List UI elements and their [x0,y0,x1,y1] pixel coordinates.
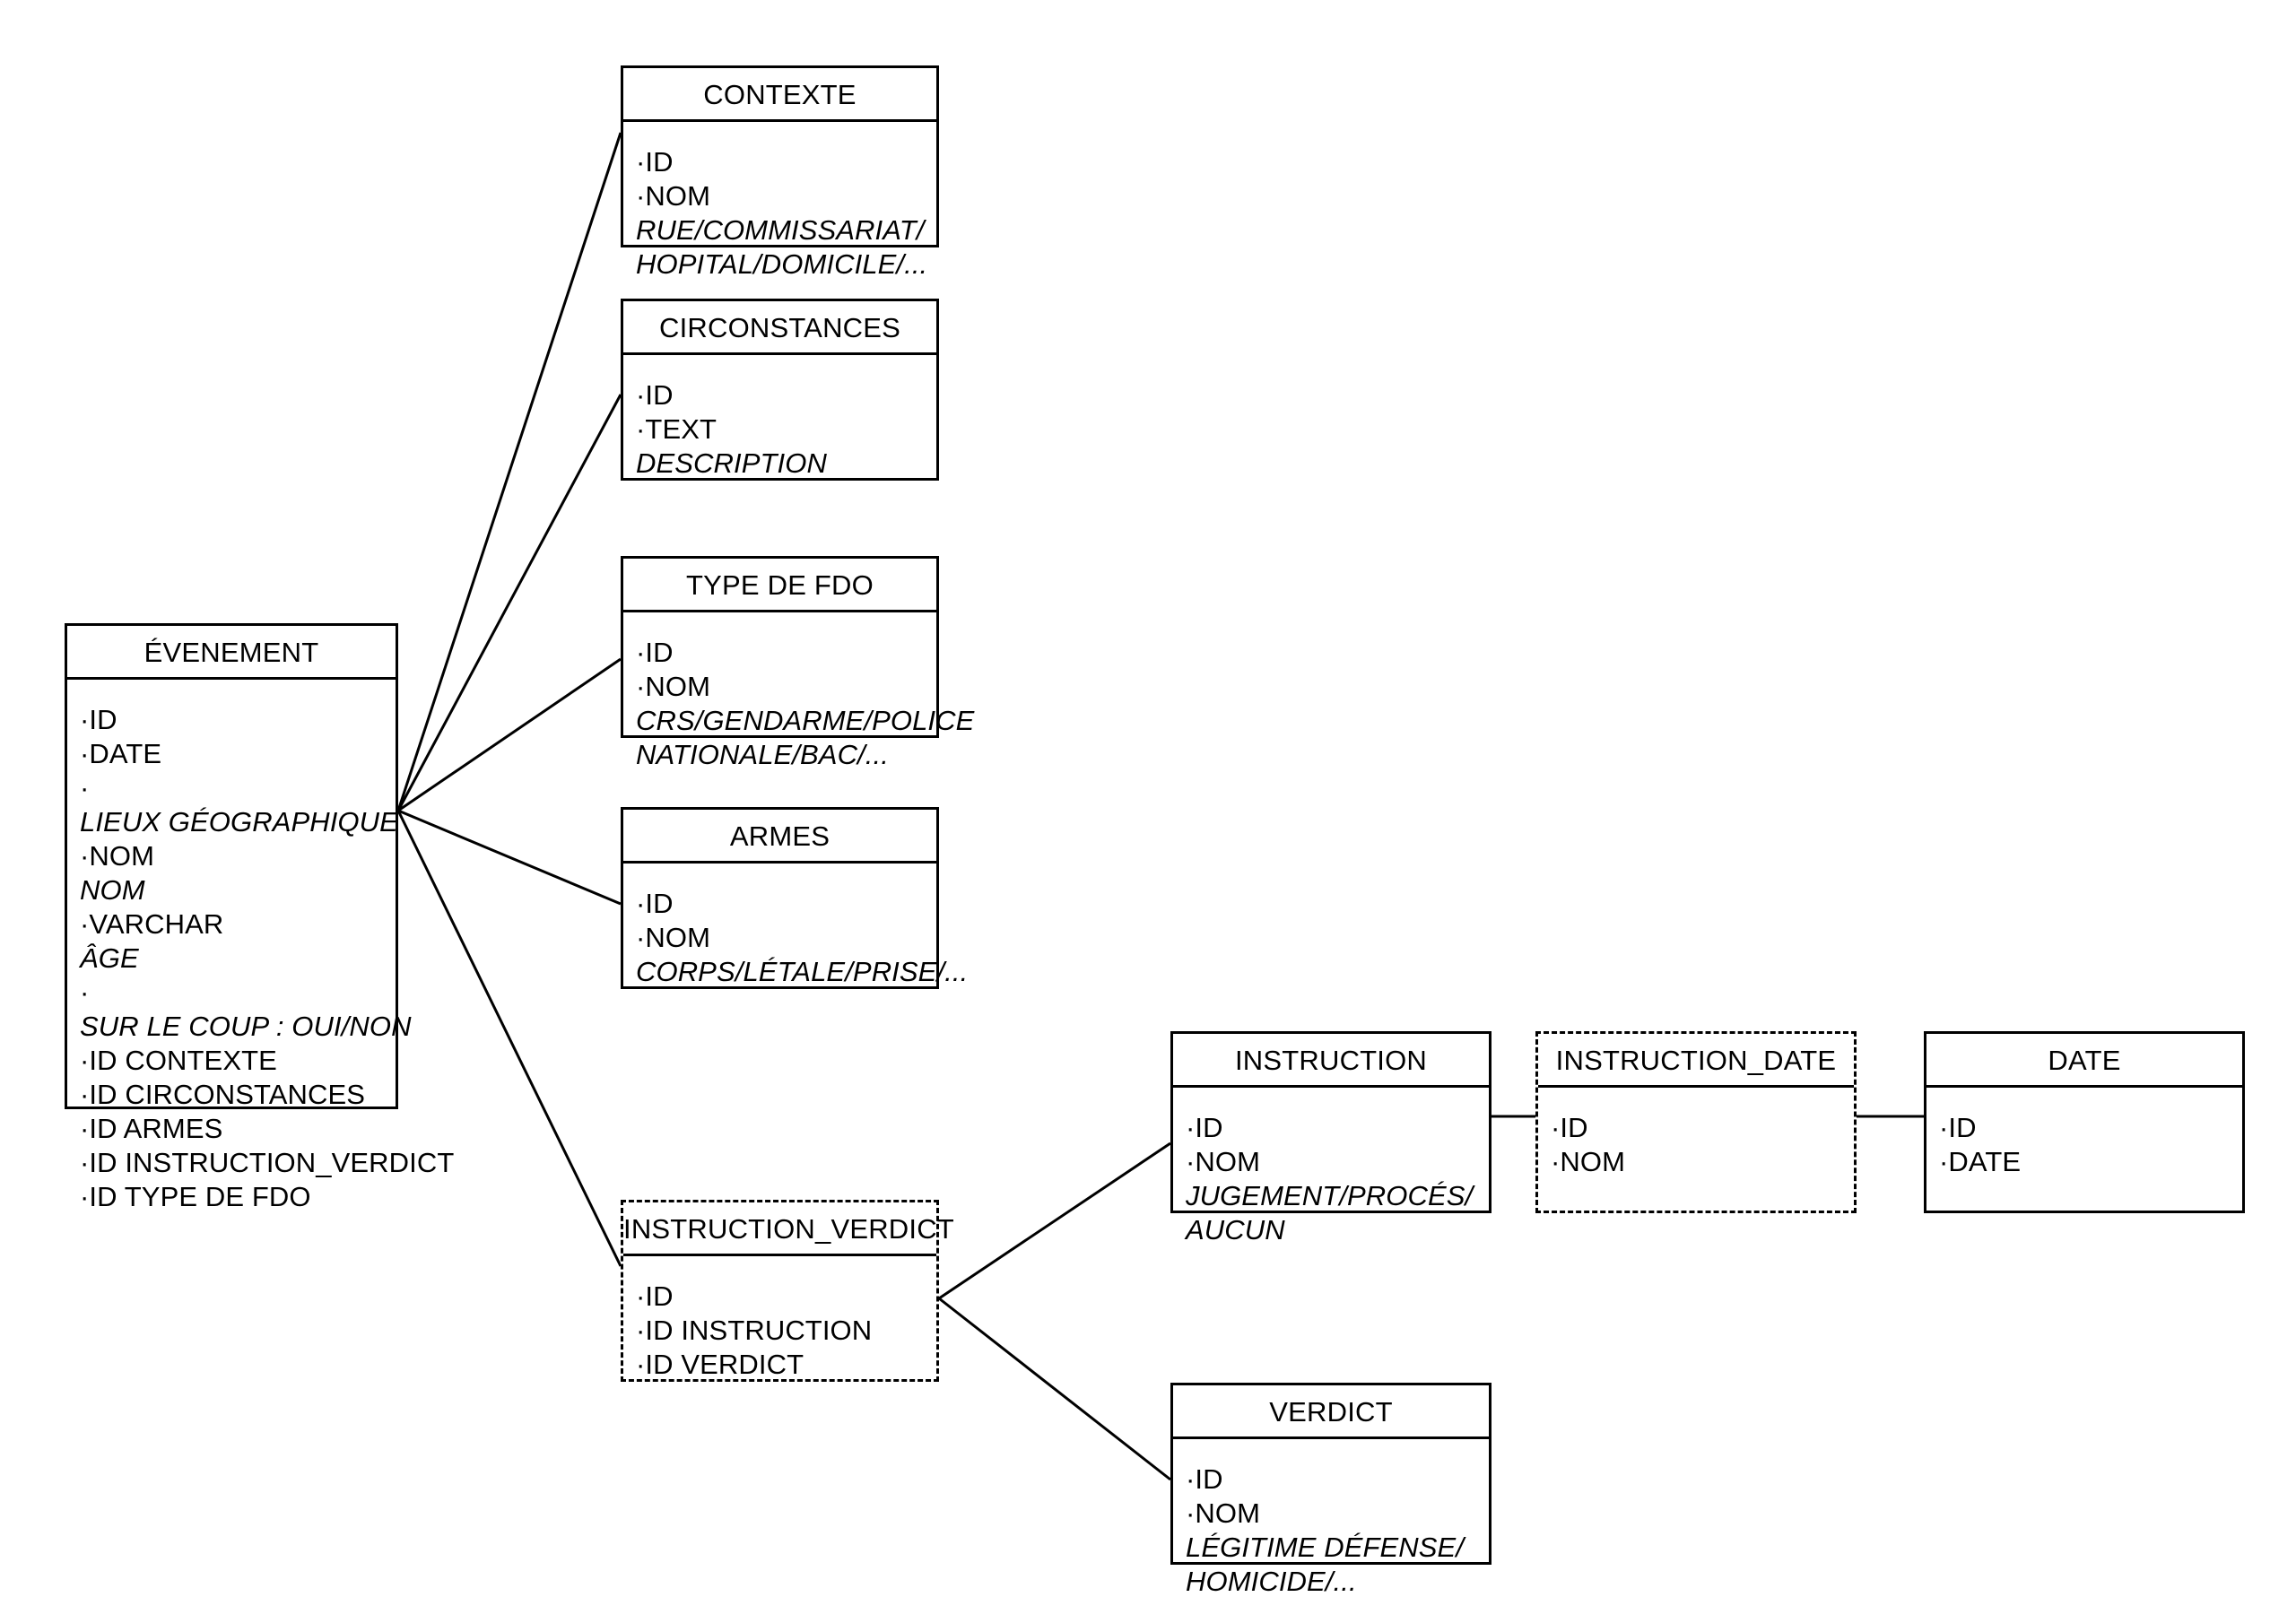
attribute-row: ·NOM [636,671,711,702]
attribute-row: HOMICIDE/... [1186,1566,1357,1597]
connection-evenement-to-contexte [396,132,622,812]
entity-title-evenement: ÉVENEMENT [67,626,396,680]
connection-instruction-verdict-to-verdict [938,1297,1171,1481]
attribute-row: ·ID [636,146,674,178]
entity-title-date: DATE [1926,1034,2242,1088]
attribute-row: DESCRIPTION [636,447,827,479]
entity-title-verdict: VERDICT [1173,1385,1489,1439]
attribute-row: ·ID TYPE DE FDO [80,1181,311,1212]
attribute-row: ·ID INSTRUCTION_VERDICT [80,1147,455,1178]
attribute-row: HOPITAL/DOMICILE/... [636,248,928,280]
attribute-row: JUGEMENT/PROCÉS/ [1186,1180,1474,1211]
attribute-row: ·TEXT [636,413,718,445]
attribute-row: ·NOM [1186,1497,1261,1529]
attribute-row: ·ID [1186,1112,1223,1143]
attribute-row: ·ID [636,379,674,411]
attribute-row: LIEUX GÉOGRAPHIQUE [80,806,398,838]
entity-box-instruction-date[interactable]: INSTRUCTION_DATE·ID·NOM [1535,1031,1857,1213]
attribute-row: AUCUN [1186,1214,1285,1245]
entity-box-date[interactable]: DATE·ID·DATE [1924,1031,2245,1213]
entity-title-type-de-fdo: TYPE DE FDO [623,559,936,612]
entity-title-circonstances: CIRCONSTANCES [623,301,936,355]
attribute-row: ·NOM [636,180,711,212]
attribute-row: ·ID [636,888,674,919]
attribute-row: RUE/COMMISSARIAT/ [636,214,925,246]
attribute-row: NOM [80,874,145,906]
connection-evenement-to-instruction-verdict [396,810,622,1267]
attribute-row: ·ID [80,704,117,735]
attribute-row: · [80,976,90,1008]
attribute-row: ·ID [1939,1112,1977,1143]
attribute-row: ·ID CONTEXTE [80,1045,277,1076]
entity-box-instruction-verdict[interactable]: INSTRUCTION_VERDICT·ID·ID INSTRUCTION·ID… [621,1200,954,1382]
attribute-row: ·ID [1186,1463,1223,1495]
attribute-row: ·ID VERDICT [636,1349,804,1380]
entity-title-instruction: INSTRUCTION [1173,1034,1489,1088]
entity-title-contexte: CONTEXTE [623,68,936,122]
attribute-row: ·NOM [80,840,155,872]
entity-attributes-instruction-date: ·ID·NOM [1538,1088,1854,1179]
attribute-row: CORPS/LÉTALE/PRISE/... [636,956,969,987]
attribute-row: ·ID INSTRUCTION [636,1315,873,1346]
entity-box-evenement[interactable]: ÉVENEMENT·ID·DATE·LIEUX GÉOGRAPHIQUE·NOM… [65,623,454,1212]
connection-evenement-to-type-de-fdo [397,657,622,812]
attribute-row: ·ID ARMES [80,1113,223,1144]
connection-evenement-to-circonstances [396,394,622,812]
attribute-row: ·DATE [80,738,162,769]
entity-attributes-instruction-verdict: ·ID·ID INSTRUCTION·ID VERDICT [623,1256,936,1382]
attribute-row: · [80,772,90,803]
connection-evenement-to-armes [397,809,622,906]
attribute-row: ·VARCHAR [80,908,224,940]
entity-title-instruction-date: INSTRUCTION_DATE [1538,1034,1854,1088]
attribute-row: LÉGITIME DÉFENSE/ [1186,1532,1465,1563]
attribute-row: ·ID [636,1280,674,1312]
attribute-row: NATIONALE/BAC/... [636,739,889,770]
connection-instruction-verdict-to-instruction [938,1141,1171,1300]
attribute-row: CRS/GENDARME/POLICE [636,705,975,736]
entity-title-instruction-verdict: INSTRUCTION_VERDICT [623,1202,954,1256]
attribute-row: ·NOM [1551,1146,1626,1177]
attribute-row: ·ID [1551,1112,1588,1143]
attribute-row: ·ID [636,637,674,668]
attribute-row: ·ID CIRCONSTANCES [80,1079,366,1110]
entity-attributes-date: ·ID·DATE [1926,1088,2242,1179]
attribute-row: SUR LE COUP : OUI/NON [80,1011,412,1042]
attribute-row: ÂGE [80,942,139,974]
attribute-row: ·NOM [1186,1146,1261,1177]
entity-title-armes: ARMES [623,810,936,864]
attribute-row: ·NOM [636,922,711,953]
attribute-row: ·DATE [1939,1146,2022,1177]
